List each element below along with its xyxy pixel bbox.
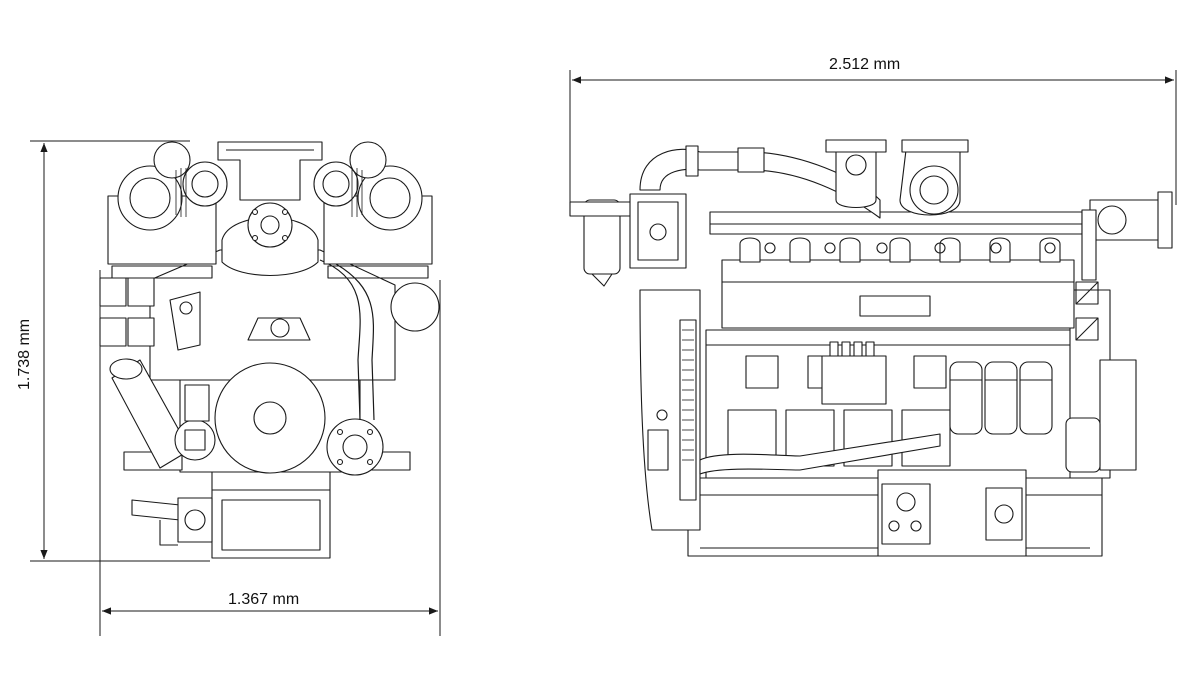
side-view-engine	[570, 140, 1172, 556]
fuel-filters	[950, 362, 1052, 434]
oil-sump	[212, 472, 330, 558]
valve-covers	[740, 238, 1060, 262]
front-view-engine	[100, 142, 439, 558]
exhaust-manifold	[710, 212, 1082, 234]
injection-pump	[822, 356, 886, 404]
height-dimension-label: 1.738 mm	[16, 318, 33, 390]
exhaust-outlet-front	[218, 142, 322, 200]
width-dimension-label: 1.367 mm	[228, 591, 300, 608]
length-dimension-label: 2.512 mm	[829, 56, 901, 73]
